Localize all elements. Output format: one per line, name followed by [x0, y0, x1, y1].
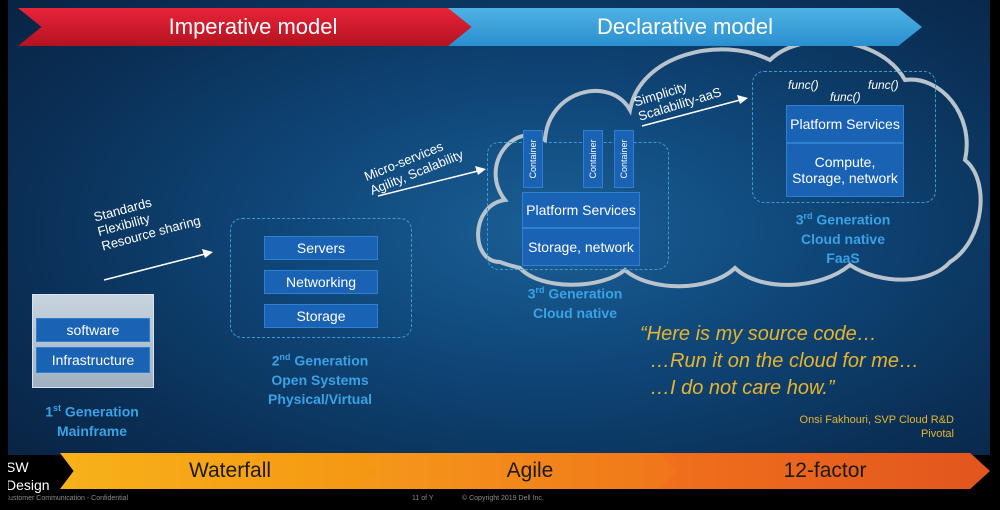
agile-label: Agile [506, 459, 554, 482]
storage-network-box: Storage, network [522, 228, 640, 266]
storage-box: Storage [264, 304, 378, 328]
footer-page-number: 11 of Y [412, 495, 434, 502]
imperative-model-banner: Imperative model [18, 8, 488, 46]
imperative-model-label: Imperative model [168, 14, 338, 39]
footer-confidential: Customer Communication - Confidential [4, 495, 129, 502]
frame-left [0, 0, 8, 510]
waterfall-chevron: Waterfall [60, 453, 400, 489]
quote-line-3: …I do not care how.” [650, 377, 835, 399]
arrow-2-head [475, 166, 486, 175]
twelve-factor-label: 12-factor [783, 459, 867, 482]
compute-storage-network-box: Compute, Storage, network [786, 143, 904, 197]
container-box-3: Container [614, 130, 634, 188]
servers-box: Servers [264, 236, 378, 260]
func-label-3: func() [830, 90, 861, 104]
arrow-3-line [641, 99, 741, 127]
quote-author: Onsi Fakhouri, SVP Cloud R&D [799, 414, 954, 426]
agile-chevron: Agile [360, 453, 700, 489]
arrow-1-head [202, 249, 213, 258]
declarative-model-banner: Declarative model [448, 8, 922, 46]
quote-company: Pivotal [920, 428, 954, 440]
quote-line-1: “Here is my source code… [640, 323, 877, 345]
arrow-3-head [737, 95, 748, 104]
third-generation-faas-label: 3rd Generation Cloud native FaaS [795, 211, 891, 266]
faas-platform-services-box: Platform Services [786, 105, 904, 143]
networking-box: Networking [264, 270, 378, 294]
sw-design-label: SW Design [6, 459, 50, 493]
footer-copyright: © Copyright 2019 Dell Inc. [462, 495, 544, 502]
quote-line-2: …Run it on the cloud for me… [650, 350, 920, 372]
frame-right [990, 0, 1000, 510]
platform-services-box: Platform Services [522, 192, 640, 228]
faas-group [752, 71, 936, 203]
func-label-1: func() [788, 78, 819, 92]
third-generation-cloud-native-label: 3rd Generation Cloud native [527, 285, 623, 321]
container-box-2: Container [583, 130, 603, 188]
first-generation-label: 1st Generation Mainframe [45, 403, 139, 439]
twelve-factor-chevron: 12-factor [660, 453, 990, 489]
cloud-outline [476, 39, 983, 289]
second-generation-label: 2nd Generation Open Systems Physical/Vir… [267, 352, 372, 407]
func-label-2: func() [868, 78, 899, 92]
declarative-model-label: Declarative model [596, 14, 774, 39]
infrastructure-box: Infrastructure [36, 347, 150, 373]
arrow-2-line [377, 170, 479, 197]
arrow-1-line [103, 253, 206, 281]
container-box-1: Container [523, 130, 543, 188]
cloud-native-group [487, 142, 669, 270]
open-systems-group [230, 218, 412, 338]
waterfall-label: Waterfall [188, 459, 272, 482]
software-box: software [36, 318, 150, 342]
